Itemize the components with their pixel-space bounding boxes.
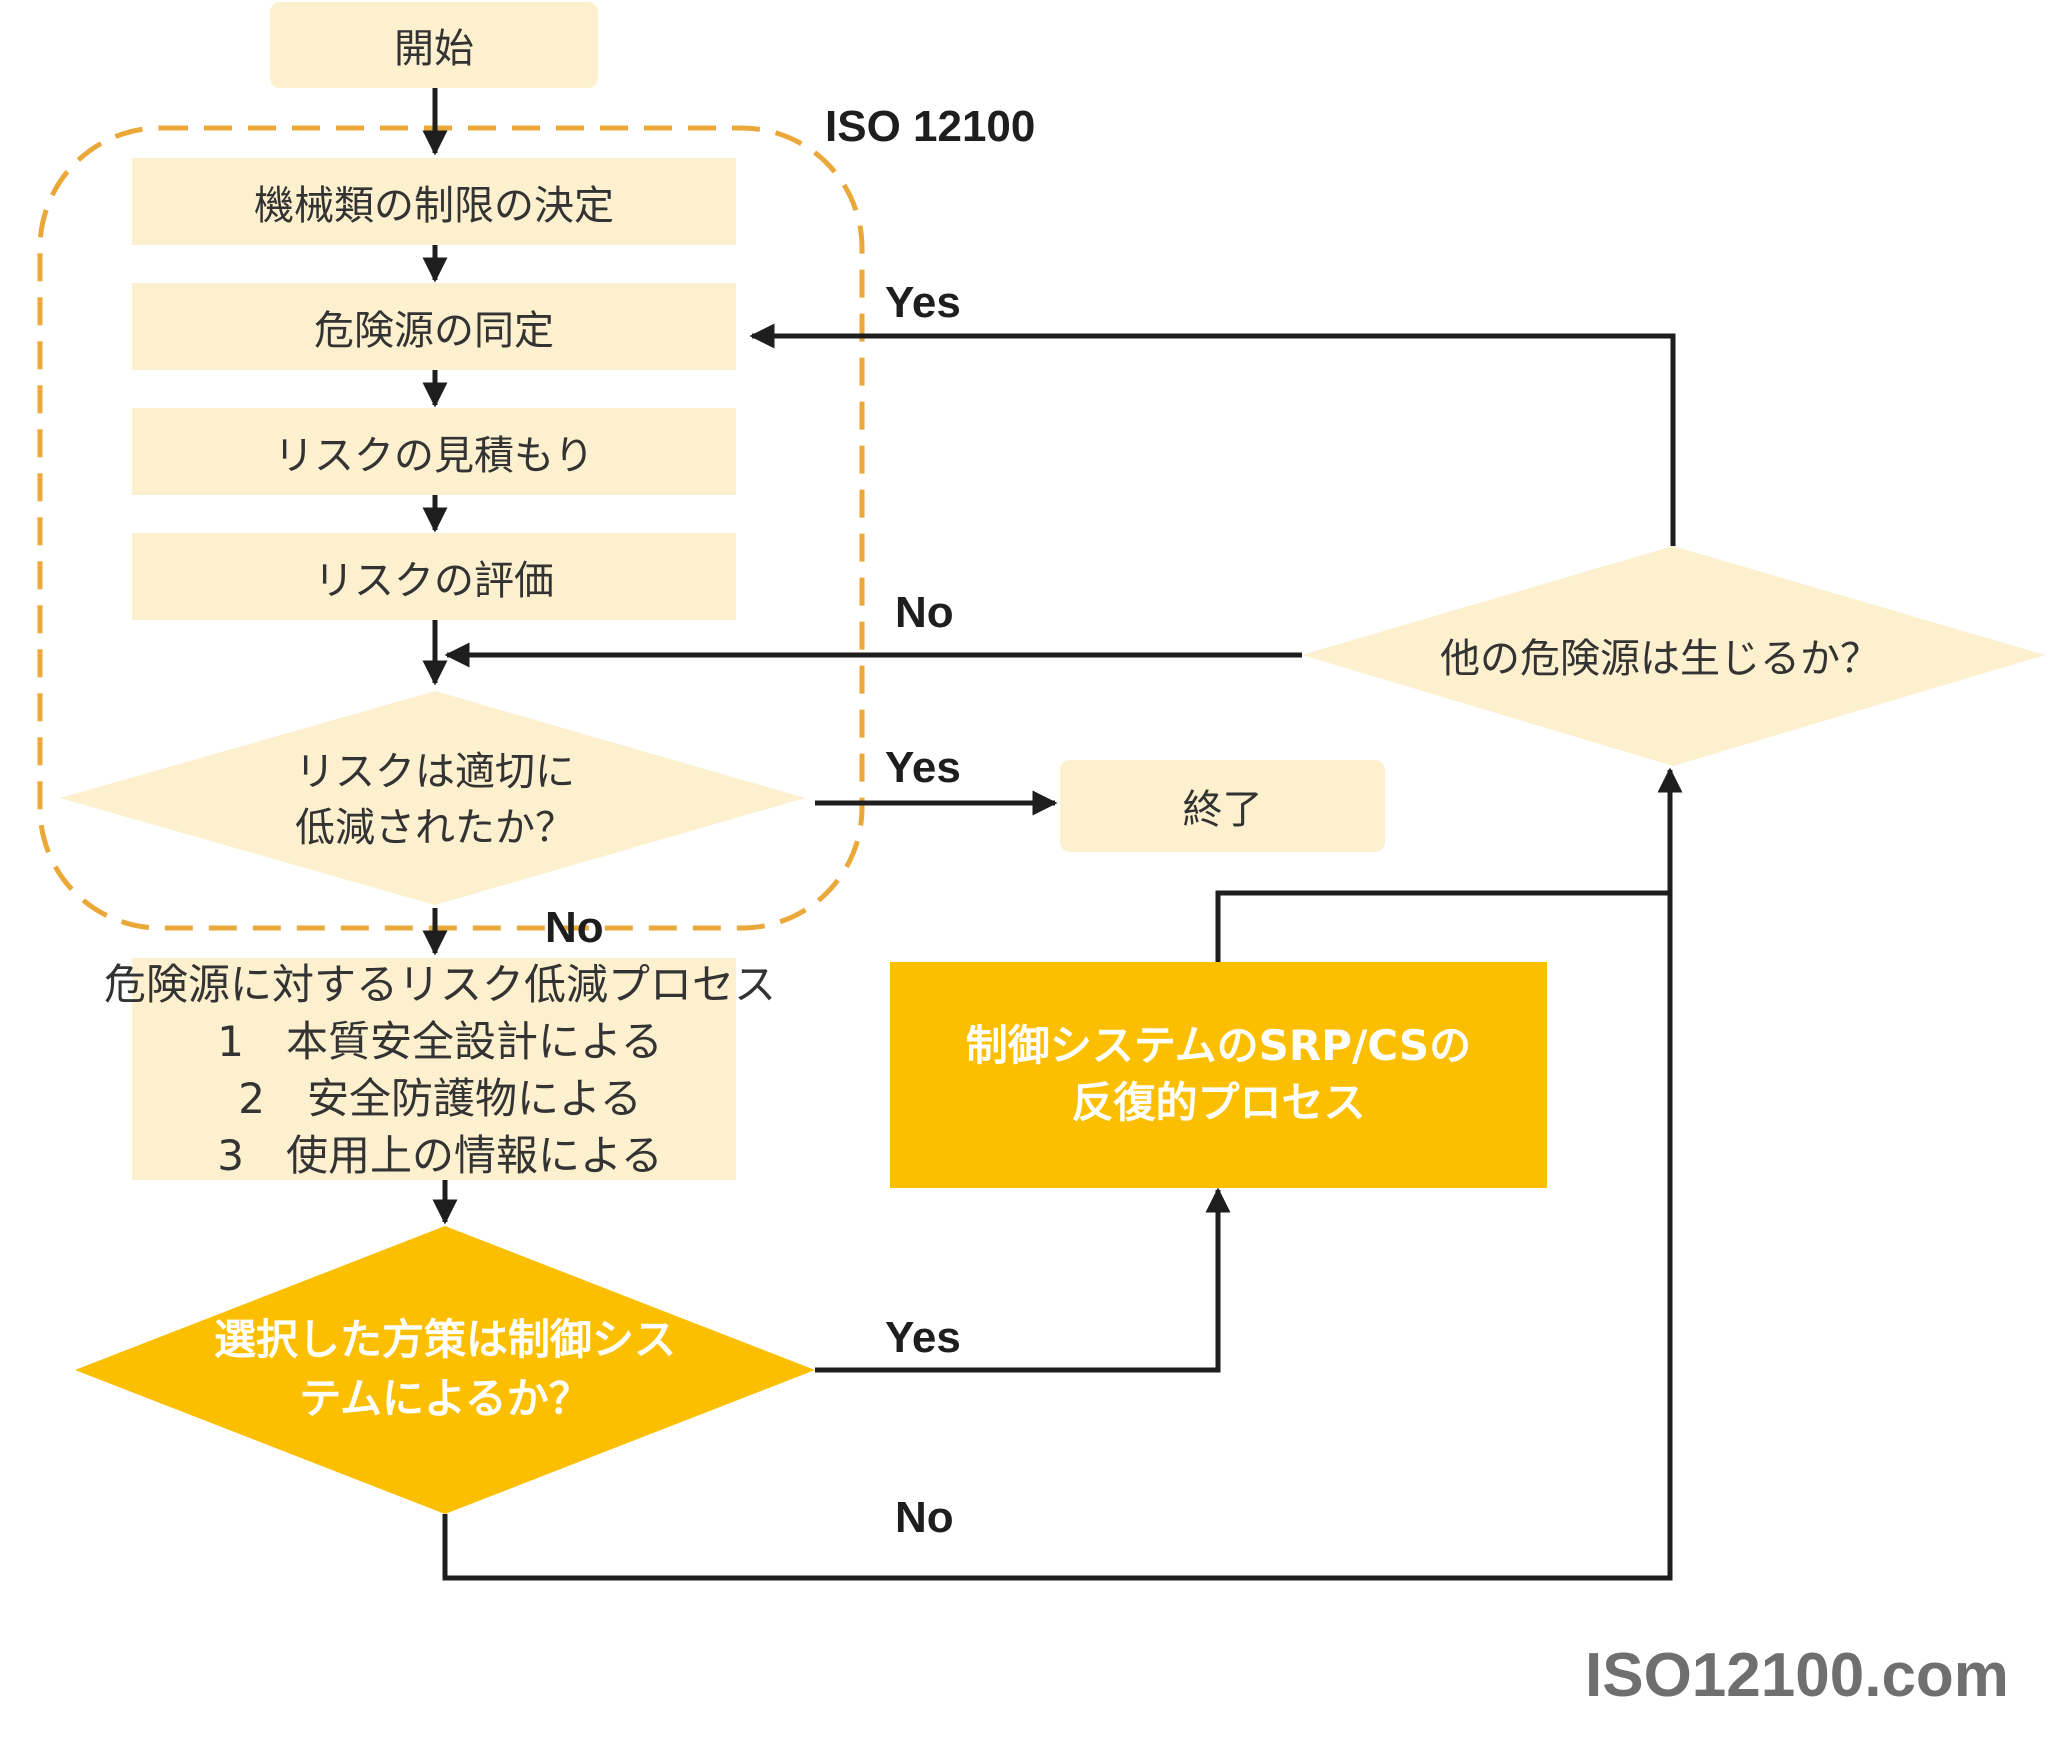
start-box: 開始 (270, 2, 598, 88)
arrow-no-bottom (442, 767, 1683, 1581)
determine-limits-box: 機械類の制限の決定 (132, 158, 736, 245)
control-system-line-1: 制御システムのSRP/CSの (965, 1021, 1472, 1071)
watermark: ISO12100.com (1585, 1641, 2009, 1710)
label-no-bottom: No (895, 1493, 954, 1542)
risk-reduced-text: リスクは適切に 低減されたか？ (170, 735, 700, 865)
risk-reduced-line-2: 低減されたか？ (295, 805, 575, 851)
label-yes-control: Yes (885, 1313, 961, 1362)
by-control-system-text: 選択した方策は制御シス テムによるか？ (150, 1305, 740, 1435)
evaluate-risk-box: リスクの評価 (132, 533, 736, 620)
reduction-step-1: 1 本質安全設計による (217, 1016, 663, 1066)
risk-reduced-diamond (60, 691, 805, 905)
label-yes-loop: Yes (885, 278, 961, 327)
reduction-process-text: 危険源に対するリスク低減プロセス 1 本質安全設計による 2 安全防護物による … (40, 955, 840, 1185)
reduction-step-3: 3 使用上の情報による (217, 1131, 663, 1181)
label-yes-end: Yes (885, 743, 961, 792)
iso-12100-label: ISO 12100 (825, 102, 1036, 151)
iso-boundary (37, 125, 865, 931)
end-box: 終了 (1060, 760, 1385, 852)
line-control-to-junction (1215, 890, 1670, 962)
other-hazards-text: 他の危険源は生じるか？ (1440, 636, 1880, 682)
arrow-yes-control (815, 1187, 1231, 1373)
label-no-reduce: No (545, 903, 604, 952)
label-no-loop: No (895, 588, 954, 637)
identify-hazards-box: 危険源の同定 (132, 283, 736, 370)
arrow-yes-loop (749, 323, 1676, 546)
reduction-step-2: 2 安全防護物による (238, 1074, 642, 1123)
by-control-system-line-2: テムによるか？ (299, 1374, 591, 1423)
control-system-process-box: 制御システムのSRP/CSの 反復的プロセス (890, 962, 1547, 1188)
reduction-process-box (132, 958, 736, 1180)
control-system-line-2: 反復的プロセス (1071, 1078, 1366, 1127)
reduction-process-title: 危険源に対するリスク低減プロセス (103, 959, 776, 1009)
estimate-risk-box: リスクの見積もり (132, 408, 736, 495)
other-hazards-diamond (1302, 546, 2045, 766)
control-system-diamond (75, 1226, 815, 1514)
risk-reduced-line-1: リスクは適切に (295, 749, 575, 795)
by-control-system-line-1: 選択した方策は制御シス (213, 1315, 676, 1365)
